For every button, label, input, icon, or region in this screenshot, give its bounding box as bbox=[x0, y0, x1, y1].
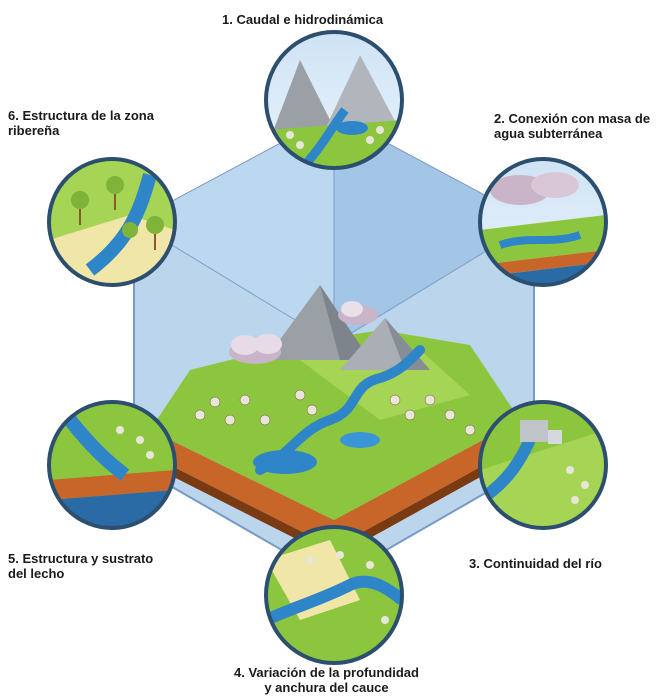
label-3-line1: 3. Continuidad del río bbox=[469, 556, 602, 571]
dam-icon bbox=[520, 420, 562, 444]
river-icon bbox=[255, 345, 425, 475]
label-5-line1: 5. Estructura y sustrato bbox=[8, 551, 154, 566]
label-6-ribera: 6. Estructura de la zona ribereña bbox=[8, 108, 154, 138]
label-2-conexion: 2. Conexión con masa de agua subterránea bbox=[494, 111, 650, 141]
circle-1-caudal bbox=[264, 30, 404, 170]
circle-6-ribera bbox=[47, 157, 177, 287]
tree-icon bbox=[194, 389, 476, 436]
label-2-line2: agua subterránea bbox=[494, 126, 603, 141]
central-landscape bbox=[150, 285, 520, 558]
label-6-line1: 6. Estructura de la zona bbox=[8, 108, 154, 123]
label-5-line2: del lecho bbox=[8, 566, 65, 581]
circle-4-variacion bbox=[264, 525, 404, 665]
label-3-continuidad: 3. Continuidad del río bbox=[469, 556, 602, 571]
label-4-line2: y anchura del cauce bbox=[264, 680, 389, 695]
label-2-line1: 2. Conexión con masa de bbox=[494, 111, 651, 126]
label-5-lecho: 5. Estructura y sustrato del lecho bbox=[8, 551, 153, 581]
label-6-line2: ribereña bbox=[8, 123, 60, 138]
circle-5-lecho bbox=[47, 400, 177, 530]
label-4-variacion: 4. Variación de la profundidad y anchura… bbox=[234, 665, 419, 695]
label-1-line1: 1. Caudal e hidrodinámica bbox=[222, 12, 384, 27]
label-1-caudal: 1. Caudal e hidrodinámica bbox=[222, 12, 383, 27]
label-4-line1: 4. Variación de la profundidad bbox=[234, 665, 419, 680]
cloud-icon bbox=[229, 301, 378, 364]
circle-3-continuidad bbox=[478, 400, 608, 530]
